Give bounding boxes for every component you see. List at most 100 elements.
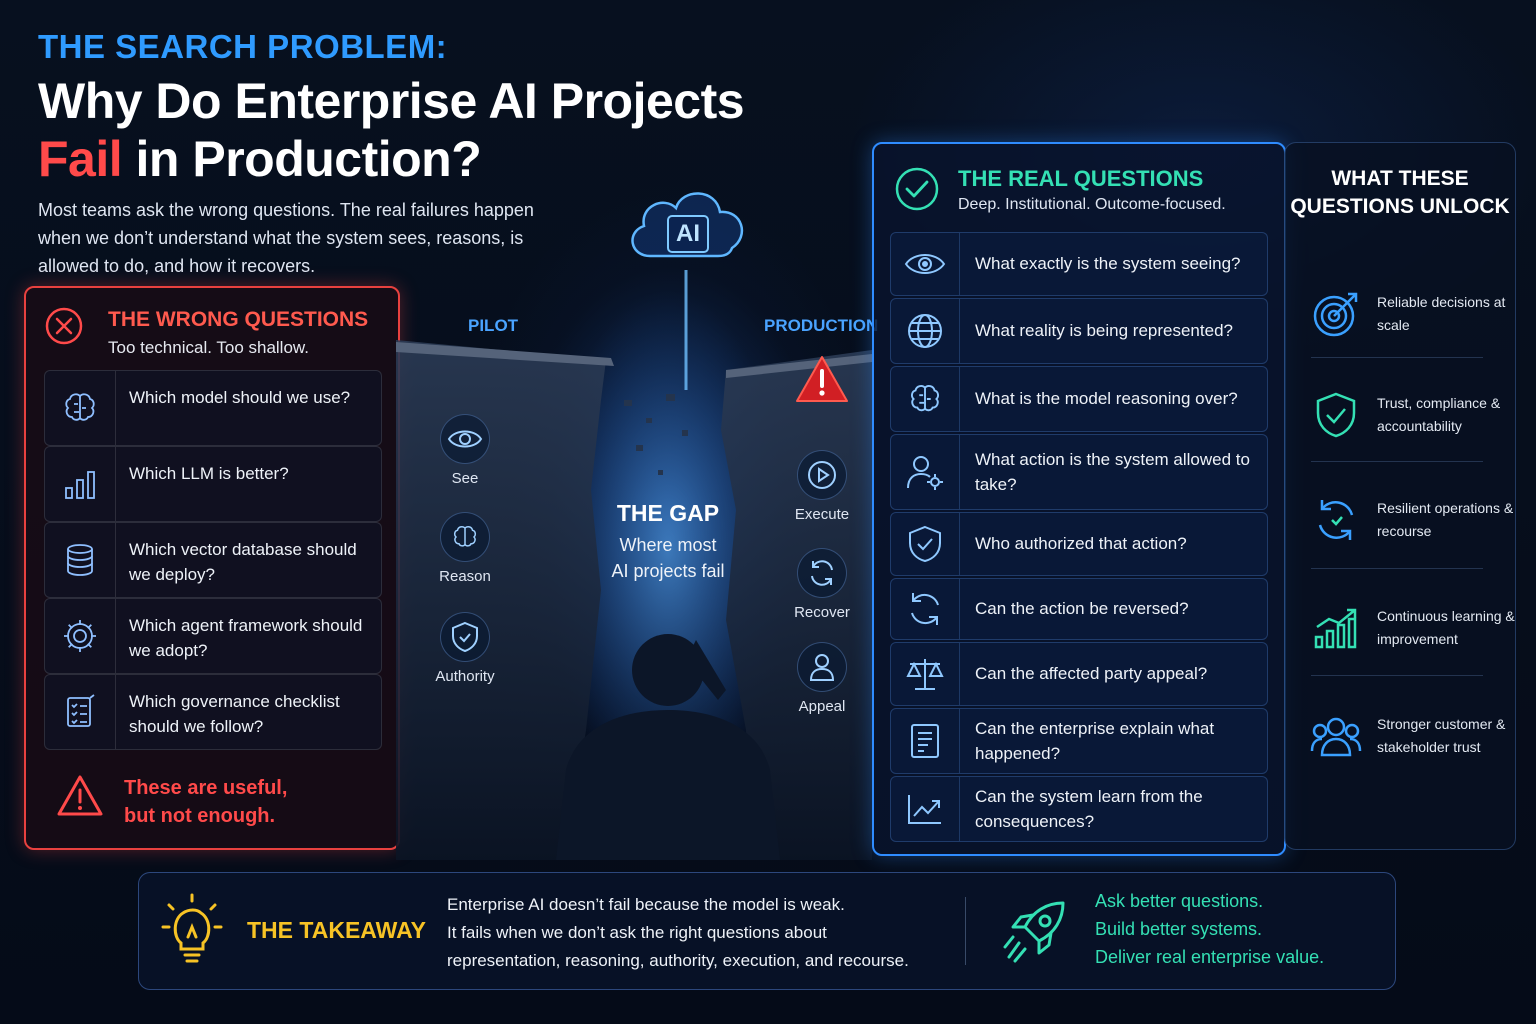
real-item-text: Can the affected party appeal?	[975, 664, 1208, 683]
real-item-text: Can the system learn from the consequenc…	[975, 787, 1203, 831]
divider	[1311, 675, 1483, 676]
real-title: THE REAL QUESTIONS	[958, 166, 1204, 191]
real-item-text: Can the action be reversed?	[975, 599, 1189, 618]
production-label: PRODUCTION	[764, 316, 879, 335]
wrong-item: Which governance checklist should we fol…	[44, 674, 382, 750]
wrong-item-text: Which vector database should we deploy?	[129, 540, 357, 584]
eye-icon	[904, 254, 946, 274]
growth-chart-icon	[1314, 608, 1357, 649]
eye-icon	[447, 430, 483, 448]
unlock-title: WHAT THESE QUESTIONS UNLOCK	[1290, 167, 1510, 218]
ai-label: AI	[676, 220, 700, 247]
real-item: Can the system learn from the consequenc…	[890, 776, 1268, 842]
stage-label: Execute	[794, 506, 850, 523]
takeaway-label: THE TAKEAWAY	[247, 917, 426, 943]
trend-chart-icon	[908, 795, 941, 824]
fail-word: Fail	[38, 131, 123, 187]
checklist-icon	[67, 694, 95, 727]
warning-icon	[57, 775, 103, 816]
database-icon	[67, 544, 93, 576]
title-rest: in Production?	[122, 131, 482, 187]
warning-line1: These are useful,	[124, 777, 288, 799]
cta-text: Ask better questions. Build better syste…	[1095, 887, 1324, 971]
takeaway-line1: Enterprise AI doesn’t fail because the m…	[447, 895, 845, 914]
divider	[1311, 357, 1483, 358]
bar-chart-icon	[65, 471, 95, 499]
real-item-text: What reality is being represented?	[975, 321, 1233, 340]
wrong-item: Which agent framework should we adopt?	[44, 598, 382, 674]
real-item-text: Who authorized that action?	[975, 534, 1187, 553]
real-item-text: What is the model reasoning over?	[975, 389, 1238, 408]
wrong-title: THE WRONG QUESTIONS	[108, 308, 369, 331]
wrong-item-text: Which agent framework should we adopt?	[129, 616, 363, 660]
brain-icon	[65, 393, 95, 421]
real-item: Who authorized that action?	[890, 512, 1268, 576]
refresh-icon	[911, 593, 939, 625]
wrong-item: Which LLM is better?	[44, 446, 382, 522]
real-item: What exactly is the system seeing?	[890, 232, 1268, 296]
wrong-item: Which model should we use?	[44, 370, 382, 446]
cta-line3: Deliver real enterprise value.	[1095, 947, 1325, 967]
cta-line2: Build better systems.	[1095, 919, 1263, 939]
refresh-icon	[811, 560, 833, 586]
stage-recover: Recover	[779, 548, 865, 621]
takeaway-text: Enterprise AI doesn’t fail because the m…	[447, 891, 957, 975]
rocket-icon	[1003, 901, 1065, 963]
unlock-item: Continuous learning & improvement	[1309, 593, 1515, 693]
unlock-item-text: Stronger customer & stakeholder trust	[1377, 716, 1506, 755]
warning-text: These are useful,but not enough.	[124, 774, 287, 830]
takeaway-line3: representation, reasoning, authority, ex…	[447, 951, 909, 970]
gap-title: THE GAP	[616, 500, 720, 526]
globe-icon	[908, 314, 942, 348]
stage-reason: Reason	[422, 512, 508, 585]
real-item: What action is the system allowed to tak…	[890, 434, 1268, 510]
stage-label: Reason	[439, 568, 491, 585]
shield-check-icon	[909, 525, 941, 563]
kicker-label: THE SEARCH PROBLEM:	[38, 28, 448, 65]
unlock-item: Resilient operations & recourse	[1309, 485, 1515, 585]
page-title-line2: Fail in Production?	[38, 130, 482, 188]
gear-icon	[64, 620, 96, 652]
unlock-panel: WHAT THESE QUESTIONS UNLOCK Reliable dec…	[1284, 142, 1516, 850]
unlock-item: Reliable decisions at scale	[1309, 279, 1515, 379]
scales-icon	[906, 659, 944, 690]
real-item-text: What exactly is the system seeing?	[975, 254, 1241, 273]
real-questions-panel: THE REAL QUESTIONS Deep. Institutional. …	[872, 142, 1286, 856]
stage-label: Recover	[794, 604, 850, 621]
shield-icon	[452, 621, 478, 653]
gap-sub-line2: AI projects fail	[611, 561, 725, 581]
pilot-label: PILOT	[468, 316, 519, 335]
target-icon	[1313, 292, 1358, 337]
divider	[1311, 461, 1483, 462]
stage-authority: Authority	[422, 612, 508, 685]
wrong-item-text: Which governance checklist should we fol…	[129, 692, 340, 736]
divider	[1311, 568, 1483, 569]
user-gear-icon	[907, 456, 943, 490]
unlock-item-text: Resilient operations & recourse	[1377, 500, 1514, 539]
real-item-text: What action is the system allowed to tak…	[975, 450, 1250, 494]
unlock-item-text: Trust, compliance & accountability	[1377, 395, 1501, 434]
takeaway-panel: THE TAKEAWAY Enterprise AI doesn’t fail …	[138, 872, 1396, 990]
person-icon	[809, 654, 835, 681]
gap-subtitle: Where most AI projects fail	[568, 532, 768, 584]
unlock-item-text: Continuous learning & improvement	[1377, 608, 1515, 647]
wrong-item-text: Which LLM is better?	[129, 464, 289, 483]
real-item: What reality is being represented?	[890, 298, 1268, 364]
page-title-line1: Why Do Enterprise AI Projects	[38, 73, 745, 129]
stage-label: Authority	[435, 668, 495, 685]
real-item: What is the model reasoning over?	[890, 366, 1268, 432]
real-item: Can the affected party appeal?	[890, 642, 1268, 706]
takeaway-line2: It fails when we don’t ask the right que…	[447, 923, 827, 942]
cycle-icon	[1318, 500, 1354, 540]
real-item-text: Can the enterprise explain what happened…	[975, 719, 1215, 763]
unlock-item: Stronger customer & stakeholder trust	[1309, 701, 1515, 801]
stage-label: See	[451, 470, 479, 487]
stage-see: See	[422, 414, 508, 487]
cta-line1: Ask better questions.	[1095, 891, 1264, 911]
ai-cloud-icon	[631, 192, 744, 258]
real-item: Can the enterprise explain what happened…	[890, 708, 1268, 774]
real-item: Can the action be reversed?	[890, 578, 1268, 640]
real-subtitle: Deep. Institutional. Outcome-focused.	[958, 196, 1226, 213]
people-icon	[1310, 717, 1362, 757]
gap-sub-line1: Where most	[619, 535, 717, 555]
